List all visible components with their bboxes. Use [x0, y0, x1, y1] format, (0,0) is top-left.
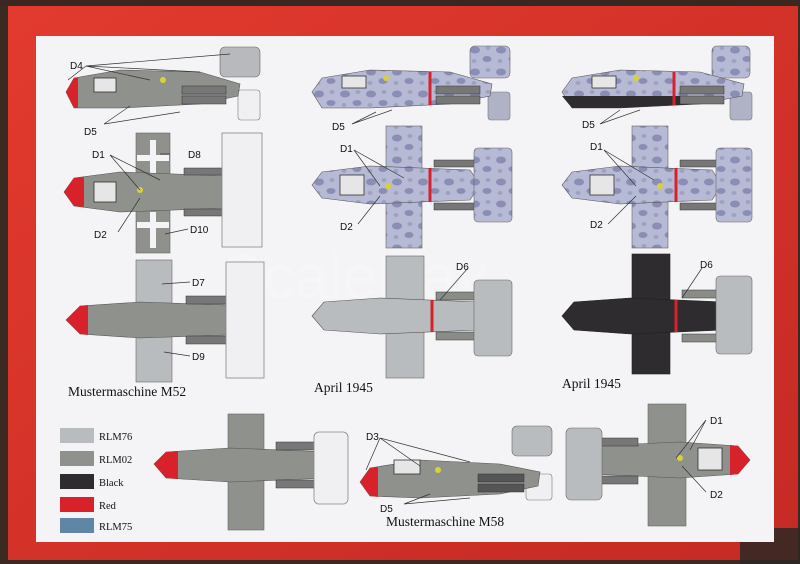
callout-label: D3	[366, 432, 379, 443]
callout-label: D1	[710, 416, 723, 427]
aircraft-m58-top-left	[153, 413, 349, 531]
legend-swatch	[60, 518, 94, 533]
legend-label: Red	[99, 501, 117, 512]
callout-label: D6	[700, 260, 713, 271]
callout-label: D2	[590, 220, 603, 231]
caption-april-right: April 1945	[562, 376, 621, 391]
legend-label: RLM02	[99, 455, 132, 466]
legend-swatch	[60, 474, 94, 489]
caption-april-mid: April 1945	[314, 380, 373, 395]
aircraft-m52-bottom	[65, 259, 265, 383]
callout-label: D4	[70, 61, 83, 72]
callout-label: D2	[94, 230, 107, 241]
aircraft-april-right-side	[561, 45, 753, 121]
aircraft-april-mid-top	[311, 125, 513, 249]
aircraft-m52-side	[65, 46, 261, 121]
legend-swatch	[60, 451, 94, 466]
callout-label: D5	[332, 122, 345, 133]
aircraft-april-right-top	[561, 125, 753, 249]
callout-label: D5	[582, 120, 595, 131]
callout-label: D1	[590, 142, 603, 153]
callout-label: D8	[188, 150, 201, 161]
color-legend: RLM76 RLM02 Black Red RLM75	[60, 428, 132, 533]
aircraft-april-mid-bottom	[311, 255, 513, 379]
legend-label: Black	[99, 478, 124, 489]
callout-label: D1	[340, 144, 353, 155]
callout-label: D7	[192, 278, 205, 289]
aircraft-april-right-bottom	[561, 253, 753, 375]
callout-label: D6	[456, 262, 469, 273]
callout-label: D10	[190, 225, 209, 236]
aircraft-april-mid-side	[311, 45, 511, 121]
callout-label: D9	[192, 352, 205, 363]
callout-labels: D4 D5 D1 D8 D2 D10 D7 D9 D5 D1 D2 D6 D5 …	[70, 61, 723, 515]
legend-swatch	[60, 428, 94, 443]
aircraft-m58-side	[359, 425, 553, 501]
caption-m52: Mustermaschine M52	[68, 384, 186, 399]
aircraft-m52-top	[63, 132, 263, 254]
callout-label: D2	[710, 490, 723, 501]
caption-m58: Mustermaschine M58	[386, 514, 504, 529]
legend-label: RLM76	[99, 432, 132, 443]
callout-label: D1	[92, 150, 105, 161]
callout-label: D5	[380, 504, 393, 515]
callout-label: D5	[84, 127, 97, 138]
leader-lines	[67, 53, 707, 505]
legend-swatch	[60, 497, 94, 512]
callout-label: D2	[340, 222, 353, 233]
aircraft-m58-top-right	[565, 403, 751, 527]
legend-label: RLM75	[99, 522, 132, 533]
